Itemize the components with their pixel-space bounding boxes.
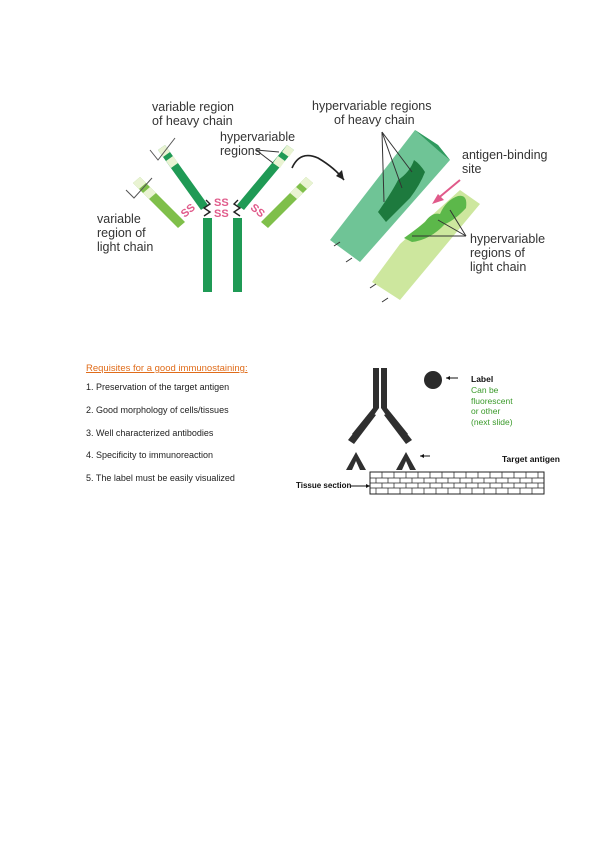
label-note: Can be fluorescent or other (next slide) xyxy=(471,385,513,427)
list-item: 3. Well characterized antibodies xyxy=(86,427,214,438)
label-title: Label xyxy=(471,374,494,384)
label-variable-heavy: variable region of heavy chain xyxy=(152,100,234,128)
immunostaining-figure: Label Can be fluorescent or other (next … xyxy=(290,360,560,500)
list-item: 5. The label must be easily visualized xyxy=(86,473,235,484)
list-item: 4. Specificity to immunoreaction xyxy=(86,450,214,461)
label-variable-light: variable region of light chain xyxy=(97,212,154,254)
target-antigen-label: Target antigen xyxy=(502,454,560,464)
tissue-section-bricks xyxy=(369,471,545,495)
list-item: 1. Preservation of the target antigen xyxy=(86,382,230,392)
requisites-list: 1. Preservation of the target antigen 2.… xyxy=(86,380,235,494)
ss-label-center-bottom: SS xyxy=(214,208,229,220)
label-circle xyxy=(424,371,442,389)
list-item: 2. Good morphology of cells/tissues xyxy=(86,404,229,415)
label-hypervariable-regions: hypervariable regions xyxy=(220,130,296,158)
antibody-structure-figure: variable region of heavy chain hypervari… xyxy=(0,0,599,320)
heavy-chain-stem-left xyxy=(203,218,212,292)
heavy-chain-stem-right xyxy=(233,218,242,292)
hypervariable-light xyxy=(404,195,467,242)
label-hv-light: hypervariable regions of light chain xyxy=(470,232,546,274)
immunostaining-diagram xyxy=(346,368,545,495)
tissue-section-label: Tissue section xyxy=(296,481,352,490)
light-chain-arm-right xyxy=(261,177,313,228)
hypervariable-heavy xyxy=(378,160,425,222)
light-chain-arm-left xyxy=(133,177,185,228)
heavy-chain-arm-left xyxy=(158,145,208,210)
antibody-structure-diagram xyxy=(125,130,480,303)
label-antigen-binding-site: antigen-binding site xyxy=(462,148,548,176)
heavy-chain-arm-right xyxy=(237,145,294,210)
requisites-heading: Requisites for a good immunostaining: xyxy=(86,363,248,374)
label-hv-heavy: hypervariable regions of heavy chain xyxy=(312,99,432,127)
ss-label-center-top: SS xyxy=(214,197,229,209)
